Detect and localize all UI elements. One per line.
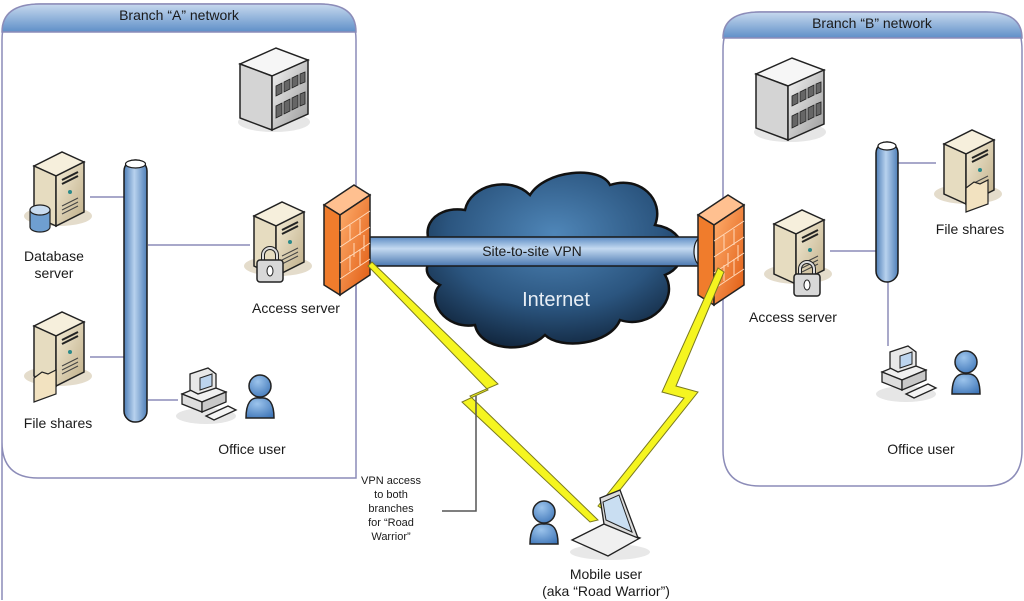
callout-leader-line	[442, 396, 477, 512]
access-server-b: Access server	[749, 209, 837, 325]
file-shares-b-label: File shares	[936, 221, 1004, 237]
branch-a-building-icon	[237, 47, 311, 133]
access-server-b-label: Access server	[749, 309, 837, 325]
firewall-a-icon	[323, 184, 371, 296]
callout-line-2: to both	[374, 489, 408, 501]
site-to-site-vpn-tunnel: Site-to-site VPN	[367, 236, 707, 267]
internet-label: Internet	[522, 289, 590, 311]
branch-a-panel: Branch “A” network	[1, 3, 357, 600]
callout-line-1: VPN access	[361, 475, 421, 487]
wireless-link-a-icon	[367, 261, 599, 523]
access-server-a: Access server	[243, 201, 340, 316]
file-shares-b: File shares	[933, 129, 1004, 237]
branch-b-header	[722, 11, 1023, 39]
office-user-b-label: Office user	[887, 441, 955, 457]
firewall-b-icon	[697, 194, 745, 306]
vpn-tunnel-label: Site-to-site VPN	[482, 243, 582, 259]
access-server-a-label: Access server	[252, 300, 340, 316]
branch-a-header	[1, 3, 357, 33]
branch-b-title: Branch “B” network	[812, 15, 933, 31]
office-user-a: Office user	[175, 367, 286, 457]
database-icon	[29, 204, 51, 233]
database-server-label-1: Database	[24, 248, 84, 264]
wireless-link-b-icon	[597, 267, 725, 511]
mobile-user-label-1: Mobile user	[570, 566, 643, 582]
callout-line-5: Warrior”	[371, 531, 411, 543]
laptop-icon	[570, 489, 650, 560]
callout-line-3: branches	[368, 503, 414, 515]
file-shares-a-label: File shares	[24, 415, 92, 431]
branch-a-title: Branch “A” network	[119, 7, 240, 23]
road-warrior-callout: VPN access to both branches for “Road Wa…	[361, 396, 477, 543]
database-server-label-2: server	[35, 265, 74, 281]
database-server: Database server	[23, 151, 93, 281]
office-user-a-label: Office user	[218, 441, 286, 457]
file-shares-a: File shares	[23, 311, 93, 431]
callout-line-4: for “Road	[368, 517, 414, 529]
mobile-user-label-2: (aka “Road Warrior”)	[542, 583, 670, 599]
branch-b-links	[830, 162, 936, 346]
user-icon	[529, 500, 559, 545]
bus-b	[875, 141, 899, 283]
bus-a	[123, 159, 148, 423]
branch-b-building-icon	[753, 57, 827, 143]
mobile-user: Mobile user (aka “Road Warrior”)	[529, 489, 670, 599]
office-user-b: Office user	[875, 345, 981, 457]
